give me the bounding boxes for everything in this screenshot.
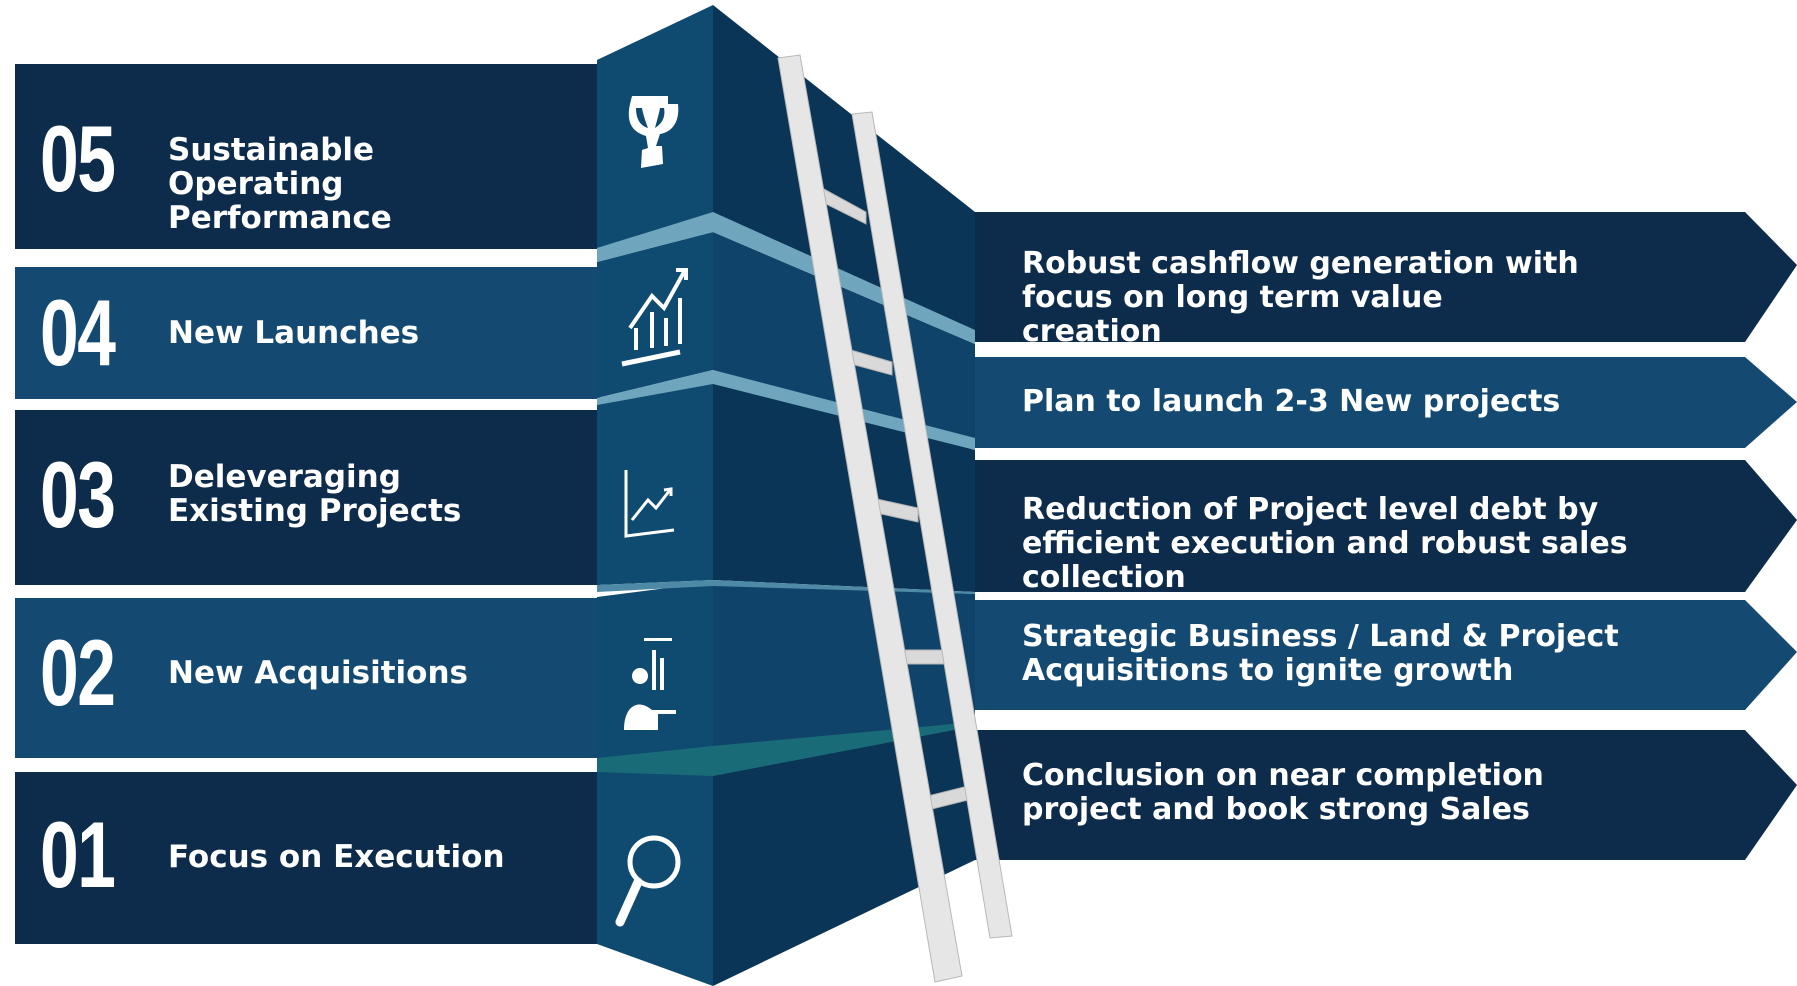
step-number-01: 01 bbox=[40, 802, 116, 907]
ladder bbox=[777, 54, 1013, 983]
block-front-1 bbox=[597, 772, 713, 986]
step-number-04: 04 bbox=[40, 280, 116, 385]
step-label-01: Focus on Execution bbox=[168, 839, 505, 875]
banner-text-4: Strategic Business / Land & Project Acqu… bbox=[1022, 619, 1619, 688]
line-chart-icon bbox=[624, 470, 675, 538]
banner-4 bbox=[975, 600, 1797, 710]
step-label-04: New Launches bbox=[168, 315, 420, 351]
block-side-3 bbox=[713, 372, 975, 592]
seam-2-1 bbox=[597, 722, 975, 776]
band-04 bbox=[15, 267, 600, 399]
banner-2 bbox=[975, 357, 1797, 448]
growth-chart-icon bbox=[621, 268, 688, 367]
ladder-rail-right bbox=[851, 111, 1013, 939]
block-front-3 bbox=[597, 372, 713, 585]
band-01 bbox=[15, 772, 600, 944]
banner-3 bbox=[975, 460, 1797, 592]
band-02 bbox=[15, 598, 600, 758]
band-03 bbox=[15, 410, 600, 585]
step-number-02: 02 bbox=[40, 620, 116, 725]
band-05 bbox=[15, 64, 600, 249]
banner-1 bbox=[975, 212, 1797, 342]
banner-text-5: Conclusion on near completion project an… bbox=[1022, 758, 1544, 827]
banner-text-2: Plan to launch 2-3 New projects bbox=[1022, 384, 1561, 419]
presenter-icon bbox=[624, 638, 676, 730]
ladder-rungs bbox=[821, 187, 969, 813]
step-label-03: Deleveraging Existing Projects bbox=[168, 459, 462, 529]
step-label-02: New Acquisitions bbox=[168, 655, 468, 691]
ladder-rail-left bbox=[777, 54, 963, 983]
step-number-03: 03 bbox=[40, 442, 116, 547]
banner-text-3: Reduction of Project level debt by effic… bbox=[1022, 492, 1628, 595]
banner-text-1: Robust cashflow generation with focus on… bbox=[1022, 246, 1579, 349]
step-number-05: 05 bbox=[40, 106, 116, 211]
trophy-icon bbox=[628, 96, 679, 168]
banner-5 bbox=[975, 730, 1797, 860]
step-label-05: Sustainable Operating Performance bbox=[168, 132, 392, 236]
magnifier-icon bbox=[615, 835, 681, 927]
